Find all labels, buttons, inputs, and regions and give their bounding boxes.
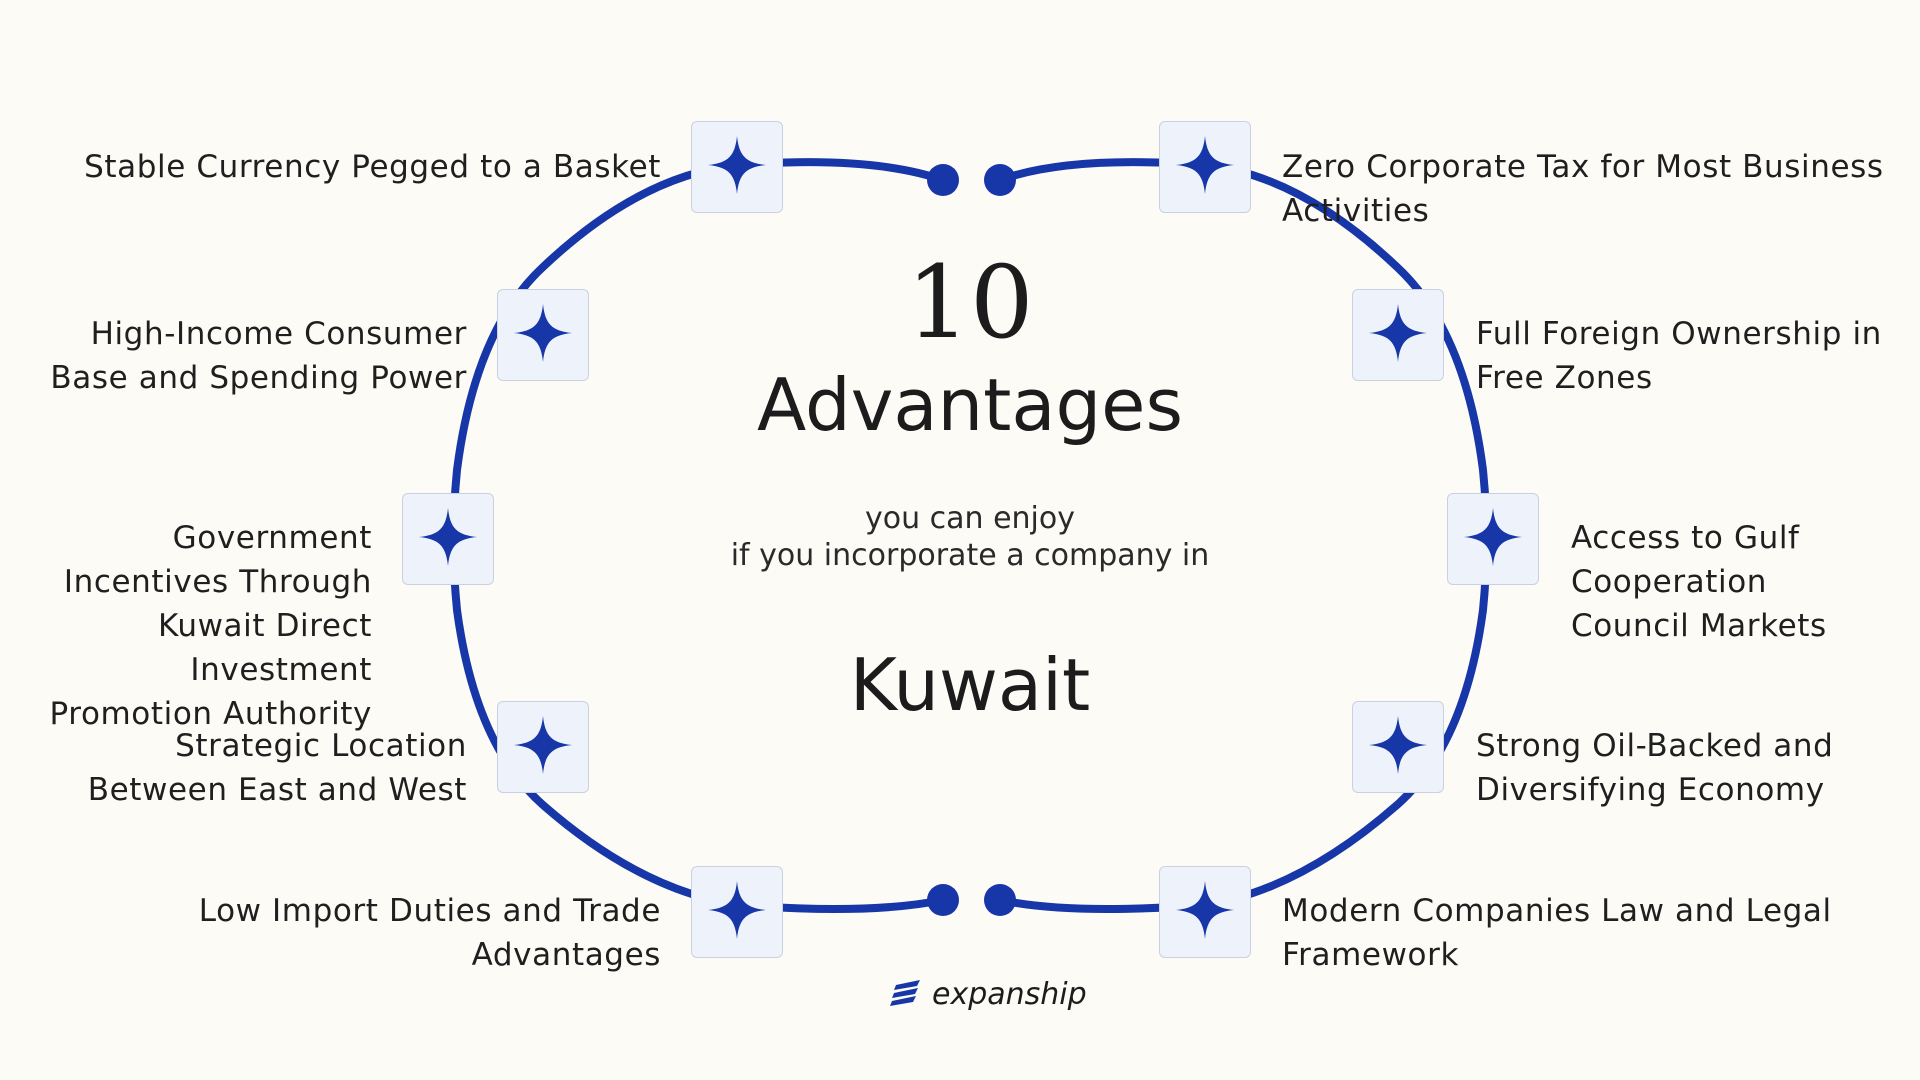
advantage-label-6: Access to Gulf Cooperation Council Marke… — [1571, 516, 1827, 648]
advantage-label-line: Investment — [190, 652, 372, 688]
advantage-label-line: Government — [172, 520, 372, 556]
four-point-star-icon — [1460, 504, 1526, 574]
expanship-logo-icon — [890, 980, 920, 1006]
advantage-label-line: Between East and West — [87, 772, 467, 808]
advantage-node-4 — [1352, 289, 1444, 381]
four-point-star-icon — [704, 132, 770, 202]
center-title: Advantages — [757, 363, 1183, 447]
advantage-label-4: Full Foreign Ownership in Free Zones — [1476, 312, 1882, 400]
center-country: Kuwait — [849, 643, 1091, 727]
advantage-label-line: Modern Companies Law and Legal — [1282, 893, 1832, 929]
advantage-label-line: Incentives Through — [63, 564, 372, 600]
advantage-label-5: Government Incentives Through Kuwait Dir… — [50, 516, 372, 736]
advantage-label-8: Strong Oil-Backed and Diversifying Econo… — [1476, 724, 1833, 812]
advantage-node-7 — [497, 701, 589, 793]
advantage-node-2 — [1159, 121, 1251, 213]
four-point-star-icon — [510, 712, 576, 782]
advantage-label-line: Council Markets — [1571, 608, 1827, 644]
advantage-label-10: Modern Companies Law and Legal Framework — [1282, 889, 1832, 977]
four-point-star-icon — [415, 504, 481, 574]
advantage-node-10 — [1159, 866, 1251, 958]
advantage-label-line: Stable Currency Pegged to a Basket — [84, 149, 661, 185]
advantage-label-line: Low Import Duties and Trade — [198, 893, 661, 929]
center-subtitle-line: you can enjoy — [865, 501, 1075, 536]
ring-gap-dot — [927, 164, 959, 196]
advantage-label-2: Zero Corporate Tax for Most Business Act… — [1282, 145, 1884, 233]
advantage-label-9: Low Import Duties and Trade Advantages — [199, 889, 661, 977]
advantage-label-line: Promotion Authority — [49, 696, 372, 732]
advantage-label-line: Free Zones — [1476, 360, 1653, 396]
advantage-label-line: Activities — [1282, 193, 1430, 229]
advantage-label-line: Strategic Location — [175, 728, 467, 764]
advantage-label-line: Cooperation — [1571, 564, 1768, 600]
advantage-node-6 — [1447, 493, 1539, 585]
advantage-node-5 — [402, 493, 494, 585]
four-point-star-icon — [1172, 877, 1238, 947]
advantage-label-line: Kuwait Direct — [157, 608, 372, 644]
advantage-node-9 — [691, 866, 783, 958]
four-point-star-icon — [1172, 132, 1238, 202]
center-subtitle: you can enjoy if you incorporate a compa… — [640, 500, 1300, 574]
logo-text: expanship — [932, 976, 1087, 1012]
ring-gap-dot — [984, 884, 1016, 916]
advantage-label-line: Base and Spending Power — [50, 360, 467, 396]
advantage-label-line: Framework — [1282, 937, 1460, 973]
advantage-node-8 — [1352, 701, 1444, 793]
advantage-label-line: Strong Oil-Backed and — [1476, 728, 1834, 764]
advantage-label-line: Full Foreign Ownership in — [1476, 316, 1882, 352]
ring-gap-dot — [927, 884, 959, 916]
ring-gap-dot — [984, 164, 1016, 196]
four-point-star-icon — [1365, 300, 1431, 370]
advantage-label-3: High-Income Consumer Base and Spending P… — [50, 312, 467, 400]
advantage-label-line: Zero Corporate Tax for Most Business — [1282, 149, 1884, 185]
advantage-node-1 — [691, 121, 783, 213]
advantage-label-line: Diversifying Economy — [1476, 772, 1825, 808]
expanship-logo: expanship — [890, 976, 1087, 1012]
advantage-label-1: Stable Currency Pegged to a Basket — [84, 145, 661, 189]
advantage-label-line: Advantages — [471, 937, 661, 973]
advantage-label-7: Strategic Location Between East and West — [88, 724, 467, 812]
advantage-label-line: Access to Gulf — [1571, 520, 1800, 556]
center-subtitle-line: if you incorporate a company in — [730, 538, 1210, 573]
four-point-star-icon — [510, 300, 576, 370]
advantage-node-3 — [497, 289, 589, 381]
center-number: 10 — [906, 244, 1034, 361]
advantage-label-line: High-Income Consumer — [90, 316, 467, 352]
four-point-star-icon — [704, 877, 770, 947]
four-point-star-icon — [1365, 712, 1431, 782]
